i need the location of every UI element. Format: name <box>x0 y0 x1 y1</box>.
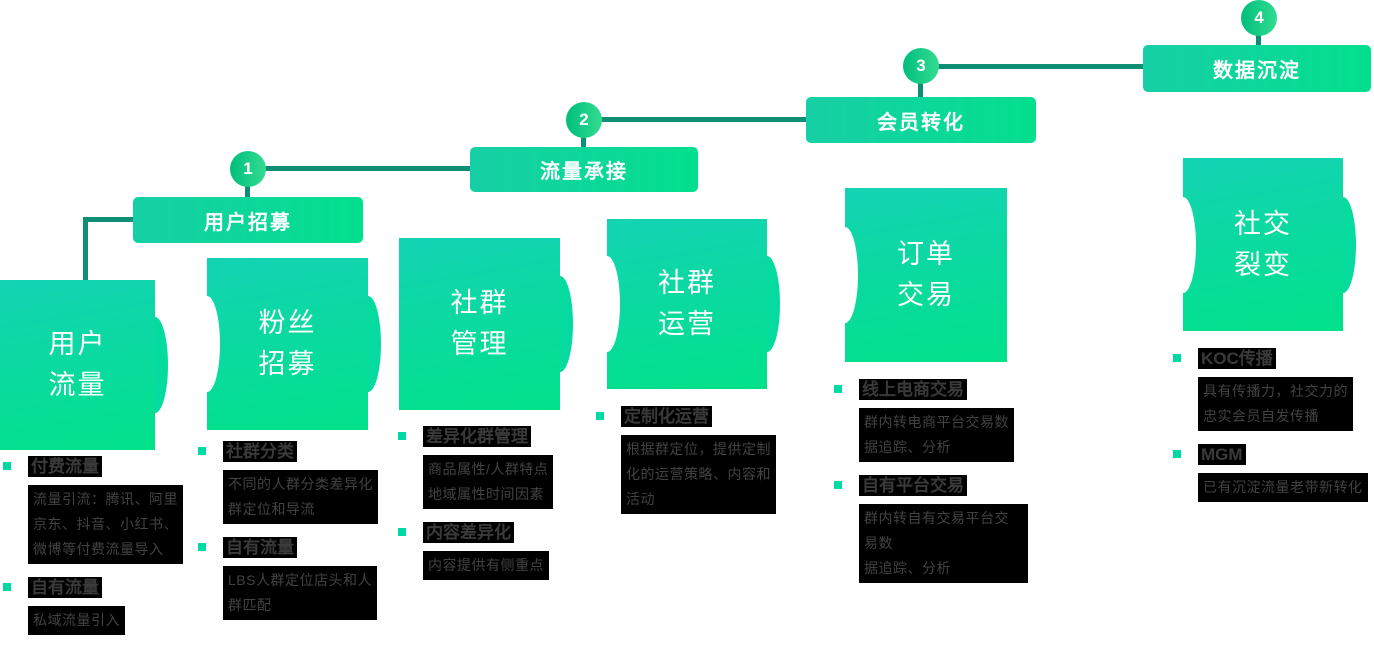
bullet-desc: 私域流量引入 <box>28 606 192 635</box>
bullet-title: 自有平台交易 <box>859 474 1028 498</box>
bullet-title: 线上电商交易 <box>859 378 1028 402</box>
block-label: 社交 裂变 <box>1234 208 1292 280</box>
block-label: 粉丝 招募 <box>258 308 317 379</box>
stage-bar-user-recruitment: 用户招募 <box>133 197 363 243</box>
bullet-marker-icon <box>834 385 842 393</box>
bullet-item: KOC传播 具有传播力，社交力的 忠实会员自发传播 <box>1172 347 1372 431</box>
block-community-operation: 社群 运营 <box>607 219 767 389</box>
stage-bar-label: 数据沉淀 <box>1213 60 1301 82</box>
bullet-title: MGM <box>1198 443 1372 467</box>
connector-stub-4 <box>1256 28 1261 46</box>
bullet-list-social-fission: KOC传播 具有传播力，社交力的 忠实会员自发传播 MGM 已有沉淀流量老带新转… <box>1172 347 1372 514</box>
bullet-title: 差异化群管理 <box>423 425 577 449</box>
bullet-list-fan-recruitment: 社群分类 不同的人群分类差异化 群定位和导流 自有流量 LBS人群定位店头和人 … <box>197 440 382 632</box>
stage-number: 3 <box>916 56 926 75</box>
stage-number: 4 <box>1254 8 1264 27</box>
stage-bar-traffic-undertaking: 流量承接 <box>470 147 698 192</box>
bullet-list-order-transaction: 线上电商交易 群内转电商平台交易数 据追踪、分析 自有平台交易 群内转自有交易平… <box>833 378 1028 595</box>
bullet-desc: 已有沉淀流量老带新转化 <box>1198 473 1372 502</box>
bullet-marker-icon <box>1173 450 1181 458</box>
bullet-marker-icon <box>198 543 206 551</box>
bullet-item: 差异化群管理 商品属性/人群特点 地域属性时间因素 <box>397 425 577 509</box>
bullet-desc: LBS人群定位店头和人 群匹配 <box>223 566 382 620</box>
bullet-list-community-management: 差异化群管理 商品属性/人群特点 地域属性时间因素 内容差异化 内容提供有侧重点 <box>397 425 577 592</box>
bullet-marker-icon <box>198 447 206 455</box>
stage-bar-label: 用户招募 <box>204 211 292 234</box>
stage-circle-1: 1 <box>230 151 266 187</box>
bullet-list-community-operation: 定制化运营 根据群定位，提供定制 化的运营策略、内容和 活动 <box>595 405 780 526</box>
bullet-list-user-traffic: 付费流量 流量引流：腾讯、阿里 京东、抖音、小红书、 微博等付费流量导入 自有流… <box>2 455 192 647</box>
bullet-marker-icon <box>3 462 11 470</box>
connector-stub-2 <box>581 128 586 148</box>
block-user-traffic: 用户 流量 <box>0 280 155 450</box>
block-order-transaction: 订单 交易 <box>845 188 1007 362</box>
bullet-item: 自有平台交易 群内转自有交易平台交易数 据追踪、分析 <box>833 474 1028 583</box>
stage-bar-member-conversion: 会员转化 <box>806 97 1036 143</box>
bullet-title: 付费流量 <box>28 455 192 479</box>
bullet-desc: 内容提供有侧重点 <box>423 551 577 580</box>
stage-number: 1 <box>243 159 253 178</box>
stage-bar-label: 流量承接 <box>540 161 628 183</box>
block-label: 用户 流量 <box>48 329 107 400</box>
stage-number: 2 <box>579 110 589 129</box>
bullet-desc: 根据群定位，提供定制 化的运营策略、内容和 活动 <box>621 435 780 514</box>
bullet-title: 定制化运营 <box>621 405 780 429</box>
connector-stub-3 <box>918 75 923 98</box>
bullet-title: KOC传播 <box>1198 347 1372 371</box>
connector-stage1-stage2 <box>260 166 472 171</box>
connector-stage2-stage3 <box>596 117 808 122</box>
bullet-marker-icon <box>398 432 406 440</box>
bullet-item: MGM 已有沉淀流量老带新转化 <box>1172 443 1372 502</box>
stage-circle-2: 2 <box>566 102 602 138</box>
bullet-marker-icon <box>1173 354 1181 362</box>
connector-elbow-vertical <box>83 217 88 281</box>
connector-stage3-stage4 <box>933 64 1145 69</box>
bullet-title: 内容差异化 <box>423 521 577 545</box>
bullet-marker-icon <box>834 481 842 489</box>
bullet-desc: 不同的人群分类差异化 群定位和导流 <box>223 470 382 524</box>
block-fan-recruitment: 粉丝 招募 <box>207 258 368 430</box>
stage-circle-4: 4 <box>1241 0 1277 36</box>
community-funnel-diagram: 1 2 3 4 用户招募 流量承接 会员转化 数据沉淀 用户 流量 粉丝 招募 … <box>0 0 1374 623</box>
block-label: 订单 交易 <box>897 239 955 310</box>
stage-circle-3: 3 <box>903 48 939 84</box>
bullet-item: 自有流量 私域流量引入 <box>2 576 192 635</box>
bullet-item: 自有流量 LBS人群定位店头和人 群匹配 <box>197 536 382 620</box>
block-social-fission: 社交 裂变 <box>1183 158 1343 331</box>
bullet-marker-icon <box>596 412 604 420</box>
bullet-title: 社群分类 <box>223 440 382 464</box>
bullet-item: 定制化运营 根据群定位，提供定制 化的运营策略、内容和 活动 <box>595 405 780 514</box>
connector-elbow-horizontal <box>83 217 133 222</box>
stage-bar-data-sedimentation: 数据沉淀 <box>1143 45 1371 92</box>
bullet-desc: 商品属性/人群特点 地域属性时间因素 <box>423 455 577 509</box>
bullet-title: 自有流量 <box>28 576 192 600</box>
bullet-item: 付费流量 流量引流：腾讯、阿里 京东、抖音、小红书、 微博等付费流量导入 <box>2 455 192 564</box>
bullet-marker-icon <box>398 528 406 536</box>
bullet-marker-icon <box>3 583 11 591</box>
bullet-item: 线上电商交易 群内转电商平台交易数 据追踪、分析 <box>833 378 1028 462</box>
bullet-desc: 群内转电商平台交易数 据追踪、分析 <box>859 408 1028 462</box>
bullet-item: 内容差异化 内容提供有侧重点 <box>397 521 577 580</box>
bullet-item: 社群分类 不同的人群分类差异化 群定位和导流 <box>197 440 382 524</box>
block-label: 社群 运营 <box>658 268 716 339</box>
block-community-management: 社群 管理 <box>399 238 560 410</box>
block-label: 社群 管理 <box>450 288 509 359</box>
bullet-title: 自有流量 <box>223 536 382 560</box>
bullet-desc: 群内转自有交易平台交易数 据追踪、分析 <box>859 504 1028 583</box>
stage-bar-label: 会员转化 <box>877 111 965 134</box>
bullet-desc: 具有传播力，社交力的 忠实会员自发传播 <box>1198 377 1372 431</box>
bullet-desc: 流量引流：腾讯、阿里 京东、抖音、小红书、 微博等付费流量导入 <box>28 485 192 564</box>
